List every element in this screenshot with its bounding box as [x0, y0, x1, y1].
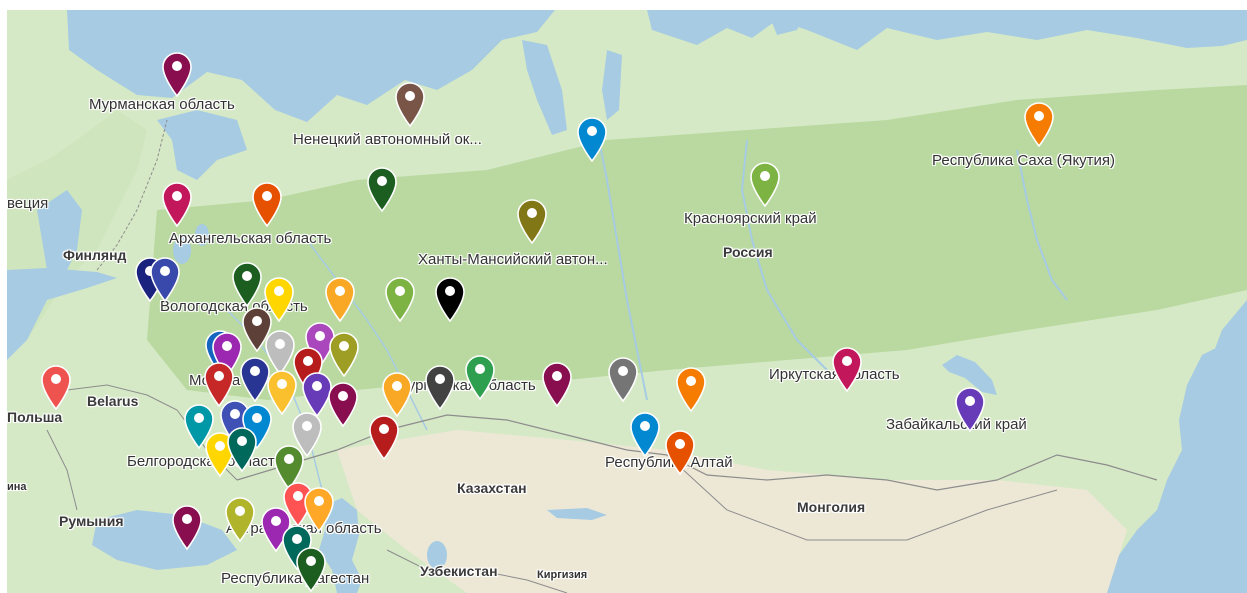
map-pin-icon — [395, 82, 425, 128]
map-marker[interactable] — [541, 361, 573, 408]
map-pin-icon — [150, 257, 180, 303]
map-marker[interactable] — [368, 414, 400, 461]
map-pin-icon — [385, 277, 415, 323]
map-marker[interactable] — [381, 371, 413, 418]
map-marker[interactable] — [204, 431, 236, 478]
map-pin-icon — [369, 415, 399, 461]
map-pin-icon — [292, 412, 322, 458]
map-pin-icon — [267, 370, 297, 416]
map-marker[interactable] — [434, 276, 466, 323]
map-pin-icon — [425, 365, 455, 411]
map-pin-icon — [676, 367, 706, 413]
map-marker[interactable] — [749, 161, 781, 208]
map-pin-icon — [242, 307, 272, 353]
map-marker[interactable] — [675, 366, 707, 413]
map-marker[interactable] — [295, 546, 327, 593]
map-marker[interactable] — [266, 369, 298, 416]
map-pin-icon — [264, 277, 294, 323]
map-view[interactable]: Мурманская область Ненецкий автономный о… — [7, 10, 1247, 593]
map-pin-icon — [1024, 102, 1054, 148]
map-marker[interactable] — [664, 429, 696, 476]
map-marker[interactable] — [607, 356, 639, 403]
map-pin-icon — [325, 277, 355, 323]
map-marker[interactable] — [516, 198, 548, 245]
map-pin-icon — [265, 330, 295, 376]
map-pin-icon — [225, 497, 255, 543]
map-marker[interactable] — [183, 403, 215, 450]
map-marker[interactable] — [301, 371, 333, 418]
map-pin-icon — [274, 445, 304, 491]
map-pin-icon — [328, 382, 358, 428]
map-marker[interactable] — [576, 116, 608, 163]
map-pin-icon — [608, 357, 638, 403]
map-pin-icon — [577, 117, 607, 163]
map-marker[interactable] — [231, 261, 263, 308]
map-pin-icon — [329, 332, 359, 378]
map-pin-icon — [232, 262, 262, 308]
map-marker[interactable] — [303, 486, 335, 533]
map-marker[interactable] — [161, 181, 193, 228]
map-marker[interactable] — [224, 496, 256, 543]
map-marker[interactable] — [394, 81, 426, 128]
map-pin-icon — [302, 372, 332, 418]
map-pin-icon — [227, 427, 257, 473]
map-pin-icon — [184, 404, 214, 450]
map-marker[interactable] — [291, 411, 323, 458]
map-pin-icon — [172, 505, 202, 551]
map-pin-icon — [517, 199, 547, 245]
map-marker[interactable] — [161, 51, 193, 98]
map-marker[interactable] — [149, 256, 181, 303]
map-marker[interactable] — [424, 364, 456, 411]
map-pin-icon — [435, 277, 465, 323]
map-marker[interactable] — [954, 386, 986, 433]
map-pin-icon — [465, 355, 495, 401]
map-marker[interactable] — [629, 411, 661, 458]
map-pin-icon — [832, 347, 862, 393]
map-marker[interactable] — [226, 426, 258, 473]
map-pin-icon — [240, 357, 270, 403]
map-marker[interactable] — [241, 306, 273, 353]
map-marker[interactable] — [328, 331, 360, 378]
map-pin-icon — [162, 52, 192, 98]
map-pin-icon — [205, 432, 235, 478]
map-pin-icon — [750, 162, 780, 208]
map-marker[interactable] — [1023, 101, 1055, 148]
map-pin-icon — [665, 430, 695, 476]
map-pin-icon — [382, 372, 412, 418]
map-pin-icon — [296, 547, 326, 593]
map-marker[interactable] — [273, 444, 305, 491]
map-pin-icon — [41, 365, 71, 411]
map-pin-icon — [304, 487, 334, 533]
map-pin-icon — [252, 182, 282, 228]
map-pin-icon — [204, 362, 234, 408]
map-marker[interactable] — [384, 276, 416, 323]
map-marker[interactable] — [239, 356, 271, 403]
map-marker[interactable] — [40, 364, 72, 411]
map-marker[interactable] — [464, 354, 496, 401]
map-marker[interactable] — [203, 361, 235, 408]
map-marker[interactable] — [264, 329, 296, 376]
map-pin-icon — [542, 362, 572, 408]
map-marker[interactable] — [327, 381, 359, 428]
map-pin-icon — [162, 182, 192, 228]
map-marker[interactable] — [324, 276, 356, 323]
map-marker[interactable] — [263, 276, 295, 323]
map-marker[interactable] — [831, 346, 863, 393]
map-pin-icon — [367, 167, 397, 213]
map-marker[interactable] — [171, 504, 203, 551]
map-marker[interactable] — [366, 166, 398, 213]
map-pin-icon — [630, 412, 660, 458]
map-pin-icon — [955, 387, 985, 433]
map-marker[interactable] — [251, 181, 283, 228]
